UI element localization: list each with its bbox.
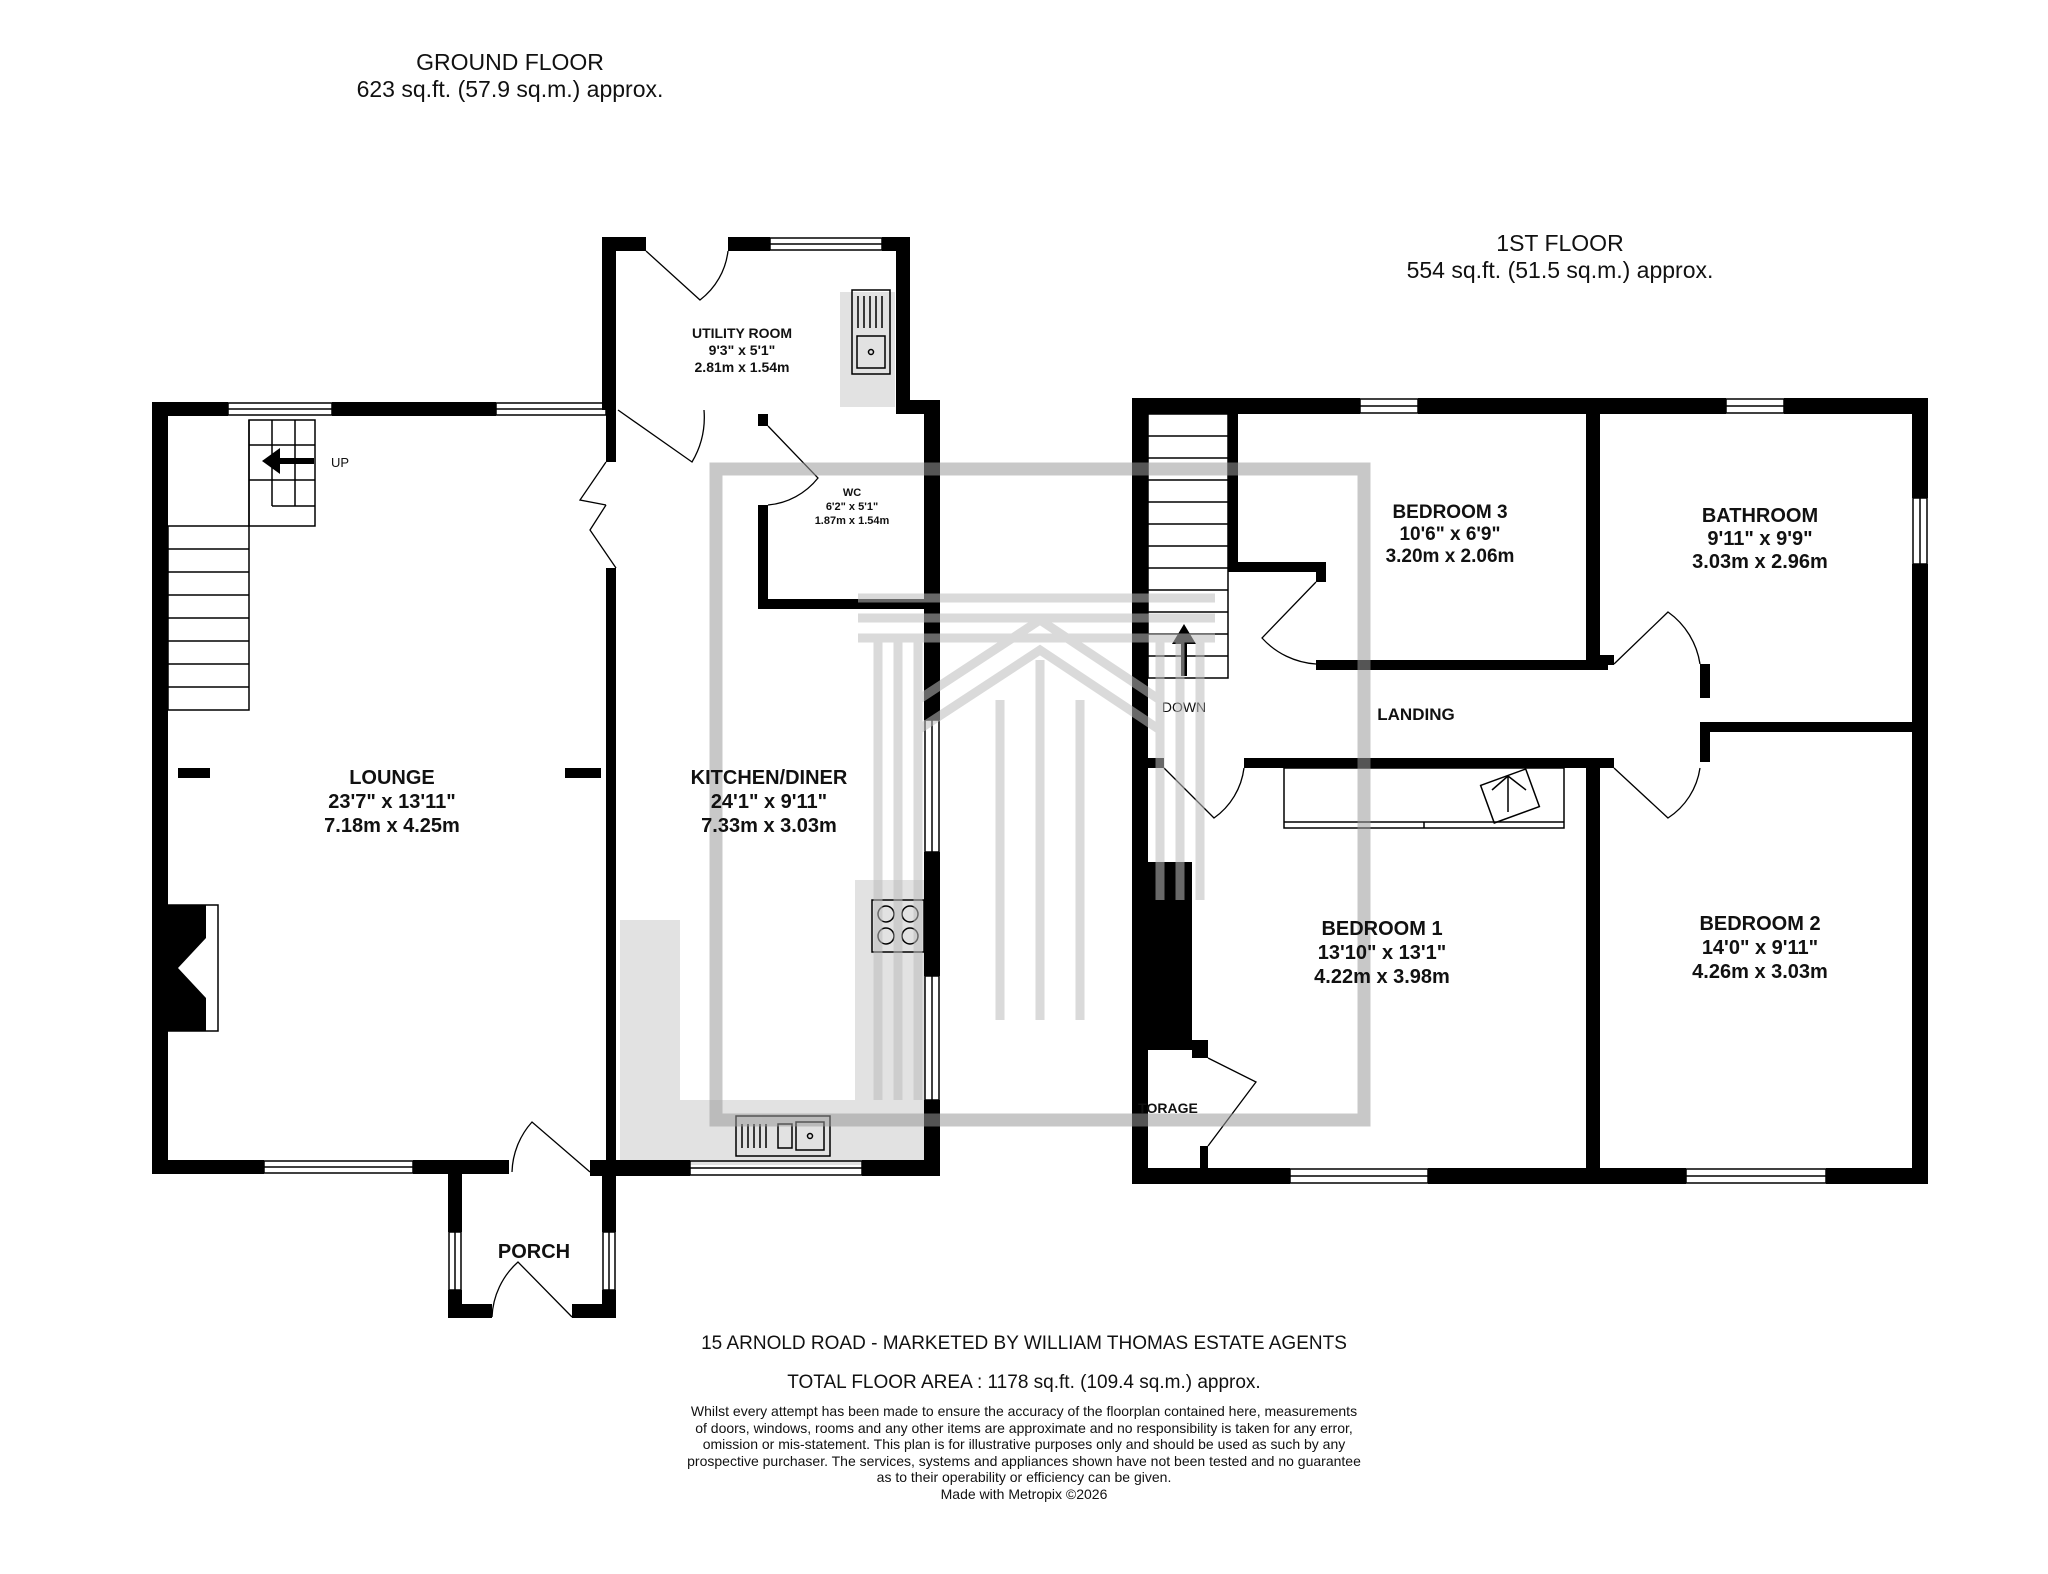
utility-name: UTILITY ROOM bbox=[692, 325, 792, 341]
bathroom-metric: 3.03m x 2.96m bbox=[1692, 551, 1828, 573]
disclaimer: Whilst every attempt has been made to en… bbox=[0, 1403, 2048, 1502]
bedroom2-imperial: 14'0" x 9'11" bbox=[1702, 937, 1818, 959]
disclaimer-line: of doors, windows, rooms and any other i… bbox=[695, 1419, 1353, 1436]
bedroom1-imperial: 13'10" x 13'1" bbox=[1318, 942, 1447, 964]
porch-walls bbox=[448, 1160, 616, 1318]
first-room-labels: BEDROOM 3 10'6" x 6'9" 3.20m x 2.06m BAT… bbox=[1138, 502, 1828, 1116]
ground-floor-header: GROUND FLOOR 623 sq.ft. (57.9 sq.m.) app… bbox=[300, 49, 720, 103]
disclaimer-line: as to their operability or efficiency ca… bbox=[876, 1469, 1172, 1485]
lounge-metric: 7.18m x 4.25m bbox=[324, 815, 460, 837]
utility-walls bbox=[602, 237, 910, 410]
wardrobe-icon bbox=[1283, 767, 1565, 829]
utility-imperial: 9'3" x 5'1" bbox=[709, 342, 776, 358]
up-label: UP bbox=[331, 455, 349, 470]
porch-name: PORCH bbox=[498, 1241, 570, 1263]
kitchen-metric: 7.33m x 3.03m bbox=[701, 815, 837, 837]
kitchen-worktop bbox=[620, 920, 925, 1165]
bedroom1-name: BEDROOM 1 bbox=[1321, 918, 1442, 940]
lounge-name: LOUNGE bbox=[349, 767, 435, 789]
dividing-wall bbox=[606, 400, 616, 1172]
up-arrow-icon bbox=[262, 448, 314, 474]
storage-name: TORAGE bbox=[1138, 1100, 1198, 1116]
bedroom2-metric: 4.26m x 3.03m bbox=[1692, 961, 1828, 983]
kitchen-side-worktop bbox=[855, 880, 925, 1100]
bedroom3-imperial: 10'6" x 6'9" bbox=[1399, 524, 1500, 545]
disclaimer-line: Whilst every attempt has been made to en… bbox=[690, 1403, 1358, 1419]
wc-metric: 1.87m x 1.54m bbox=[815, 515, 890, 527]
landing-name: LANDING bbox=[1377, 705, 1454, 724]
lounge-imperial: 23'7" x 13'11" bbox=[328, 791, 455, 813]
kitchen-imperial: 24'1" x 9'11" bbox=[711, 791, 827, 813]
address-line: 15 ARNOLD ROAD - MARKETED BY WILLIAM THO… bbox=[701, 1333, 1347, 1354]
bedroom2-name: BEDROOM 2 bbox=[1699, 913, 1820, 935]
lounge-walls bbox=[152, 402, 601, 1174]
first-floor-area: 554 sq.ft. (51.5 sq.m.) approx. bbox=[1406, 257, 1714, 283]
kitchen-name: KITCHEN/DINER bbox=[691, 767, 848, 789]
ground-floor-area: 623 sq.ft. (57.9 sq.m.) approx. bbox=[356, 76, 664, 102]
wc-walls bbox=[758, 505, 930, 609]
fireplace-icon bbox=[167, 904, 219, 1032]
first-staircase bbox=[1147, 413, 1229, 679]
utility-window bbox=[769, 237, 883, 251]
wc-imperial: 6'2" x 5'1" bbox=[826, 501, 878, 513]
disclaimer-line: omission or mis-statement. This plan is … bbox=[702, 1436, 1346, 1452]
credit-line: Made with Metropix ©2026 bbox=[940, 1485, 1108, 1502]
first-floor-doors bbox=[1163, 581, 1701, 1147]
wc-name: WC bbox=[843, 487, 861, 499]
utility-worktop bbox=[840, 292, 895, 407]
first-floor-header: 1ST FLOOR 554 sq.ft. (51.5 sq.m.) approx… bbox=[1300, 230, 1820, 284]
total-floor-area: TOTAL FLOOR AREA : 1178 sq.ft. (109.4 sq… bbox=[787, 1372, 1261, 1393]
bedroom3-name: BEDROOM 3 bbox=[1392, 502, 1507, 523]
utility-sink-icon bbox=[851, 289, 891, 375]
ground-room-labels: LOUNGE 23'7" x 13'11" 7.18m x 4.25m KITC… bbox=[324, 325, 889, 1263]
watermark-logo bbox=[709, 462, 1371, 1127]
bathroom-imperial: 9'11" x 9'9" bbox=[1707, 528, 1812, 550]
first-floor-windows bbox=[1289, 398, 1928, 1184]
ground-floor-title: GROUND FLOOR bbox=[416, 49, 604, 75]
first-floor-title: 1ST FLOOR bbox=[1496, 230, 1624, 256]
ground-doors bbox=[491, 250, 819, 1318]
bathroom-name: BATHROOM bbox=[1702, 505, 1818, 527]
utility-metric: 2.81m x 1.54m bbox=[695, 359, 790, 375]
ground-floor-plan: UP bbox=[152, 237, 940, 1318]
porch-windows bbox=[448, 1231, 616, 1291]
bedroom3-metric: 3.20m x 2.06m bbox=[1386, 546, 1515, 567]
bedroom1-metric: 4.22m x 3.98m bbox=[1314, 966, 1450, 988]
ground-staircase bbox=[167, 419, 316, 711]
disclaimer-line: prospective purchaser. The services, sys… bbox=[687, 1452, 1361, 1469]
